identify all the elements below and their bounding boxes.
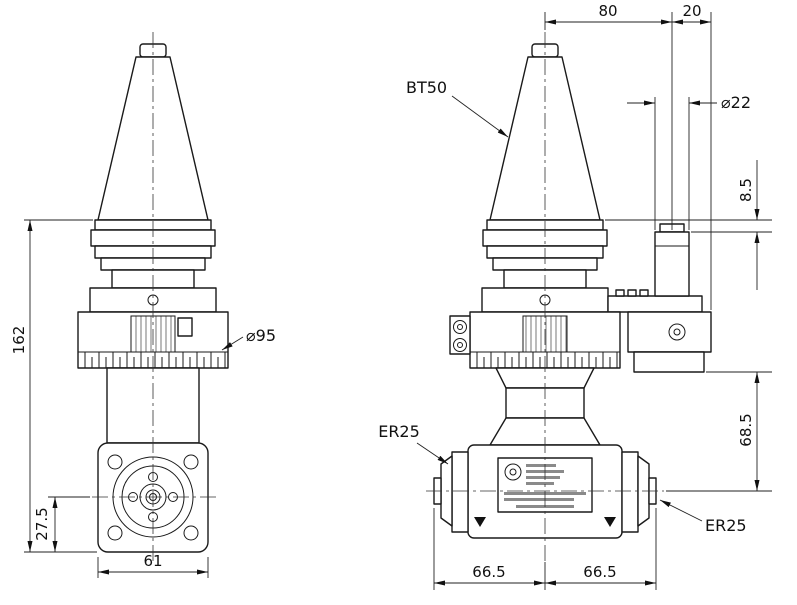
stop-pin	[654, 231, 690, 297]
collet-flange-right	[621, 451, 639, 533]
clamp-screw	[453, 338, 467, 352]
pin-block-dim: 20	[682, 2, 701, 20]
centerlines	[92, 32, 664, 562]
side-view-dimensions: 80 20 ⌀22 8.5 68.5 66.5 66.5 BT50 ER25	[378, 2, 772, 590]
block-to-spindle-dim: 68.5	[737, 413, 755, 446]
half-width-left-dim: 66.5	[472, 563, 505, 581]
nameplate-text-line	[504, 498, 574, 501]
datum-triangle-right	[604, 517, 616, 527]
adjuster-screw	[627, 289, 637, 297]
clamp-screw-center	[457, 342, 463, 348]
nameplate-text-line	[526, 482, 554, 485]
collet-right-label: ER25	[705, 516, 747, 535]
adjuster-screw	[615, 289, 625, 297]
collet-flange-left	[451, 451, 469, 533]
clamp-screw	[453, 320, 467, 334]
stop-block-screw	[668, 323, 686, 341]
collet-left-label: ER25	[378, 422, 420, 441]
adjuster-screw	[639, 289, 649, 297]
clamp-screw-center	[457, 324, 463, 330]
side-view	[433, 43, 712, 539]
nameplate-logo-center	[509, 468, 517, 476]
stop-arm-bar	[607, 295, 703, 313]
stop-block-screw-center	[673, 328, 681, 336]
body-diameter-label: ⌀95	[246, 326, 276, 345]
clamp-tab	[177, 317, 193, 337]
clamp-block	[449, 315, 471, 355]
bolt-hole	[183, 525, 199, 541]
nameplate-logo	[504, 463, 522, 481]
taper-label: BT50	[406, 78, 447, 97]
spindle-offset-dim: 27.5	[33, 507, 51, 540]
pin-diameter-label: ⌀22	[721, 93, 751, 112]
nameplate-text-line	[526, 476, 560, 479]
front-view-dimensions: 162 27.5 61 ⌀95	[10, 219, 276, 578]
pin-drop-dim: 8.5	[737, 178, 755, 202]
half-width-right-dim: 66.5	[583, 563, 616, 581]
nameplate-text-line	[526, 464, 556, 467]
total-height-dim: 162	[10, 326, 28, 355]
bolt-hole	[107, 454, 123, 470]
center-to-pin-dim: 80	[598, 2, 617, 20]
bolt-hole	[183, 454, 199, 470]
stop-block-foot	[633, 351, 705, 373]
datum-triangle-left	[474, 517, 486, 527]
bolt-hole	[107, 525, 123, 541]
